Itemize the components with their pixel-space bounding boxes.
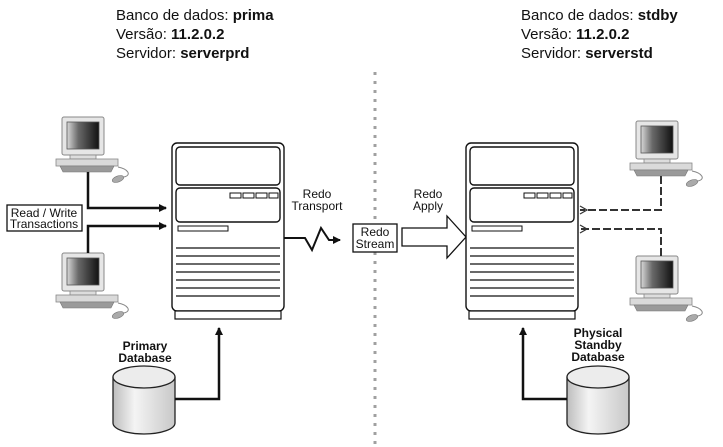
standby-database: Physical Standby Database [566,326,630,435]
redo-transport-label-line1: Redo [303,187,332,201]
db-value: prima [232,7,274,24]
server-tower-icon [465,142,579,320]
rw-arrow-bottom [86,222,167,253]
database-cylinder-icon [566,365,630,435]
primary-db-label-line2: Database [118,351,172,365]
standby-server-row: Servidor: serverstd [521,44,678,63]
standby-db-arrow [519,327,567,401]
standby-db-label-line1: Physical [574,326,623,340]
client-computer-top-left [55,116,129,185]
primary-database: Primary Database [112,339,176,435]
redo-stream-box: Redo Stream [352,223,398,253]
redo-stream-label-line1: Redo [361,225,390,239]
standby-db-row: Banco de dados: stdby [521,6,678,25]
desktop-computer-icon [55,116,129,185]
redo-transport-zigzag [284,225,341,253]
redo-apply-arrow [401,214,467,260]
redo-stream-label-line2: Stream [356,237,395,251]
client-computer-bottom-right [629,255,703,324]
db-label: Banco de dados: [521,7,634,24]
database-cylinder-icon [112,365,176,435]
server-value: serverprd [180,45,250,62]
ro-link-bottom [580,229,662,256]
version-label: Versão: [116,26,167,43]
primary-version-row: Versão: 11.2.0.2 [116,25,274,44]
version-label: Versão: [521,26,572,43]
server-tower-icon [171,142,285,320]
server-value: serverstd [585,45,653,62]
desktop-computer-icon [55,252,129,321]
redo-apply-label-line2: Apply [413,199,443,213]
primary-info: Banco de dados: prima Versão: 11.2.0.2 S… [116,6,274,63]
client-computer-bottom-left [55,252,129,321]
desktop-computer-icon [629,120,703,189]
db-label: Banco de dados: [116,7,229,24]
server-label: Servidor: [521,45,582,62]
standby-db-label-line2: Standby [574,338,622,352]
primary-db-row: Banco de dados: prima [116,6,274,25]
desktop-computer-icon [629,255,703,324]
rw-arrow-top [86,172,167,212]
read-write-transactions-box: Read / Write Transactions [6,204,83,232]
primary-db-arrow [175,327,223,401]
version-value: 11.2.0.2 [576,26,630,43]
client-computer-top-right [629,120,703,189]
standby-info: Banco de dados: stdby Versão: 11.2.0.2 S… [521,6,678,63]
redo-transport-label-line2: Transport [292,199,344,213]
standby-db-label-line3: Database [571,350,625,364]
version-value: 11.2.0.2 [171,26,225,43]
primary-server [171,142,285,320]
redo-apply-label-line1: Redo [414,187,443,201]
standby-version-row: Versão: 11.2.0.2 [521,25,678,44]
read-write-label-line2: Transactions [10,217,78,231]
server-label: Servidor: [116,45,177,62]
primary-server-row: Servidor: serverprd [116,44,274,63]
read-write-label-line1: Read / Write [11,206,78,220]
primary-db-label-line1: Primary [123,339,168,353]
db-value: stdby [637,7,678,24]
ro-link-top [580,176,662,210]
standby-server [465,142,579,320]
